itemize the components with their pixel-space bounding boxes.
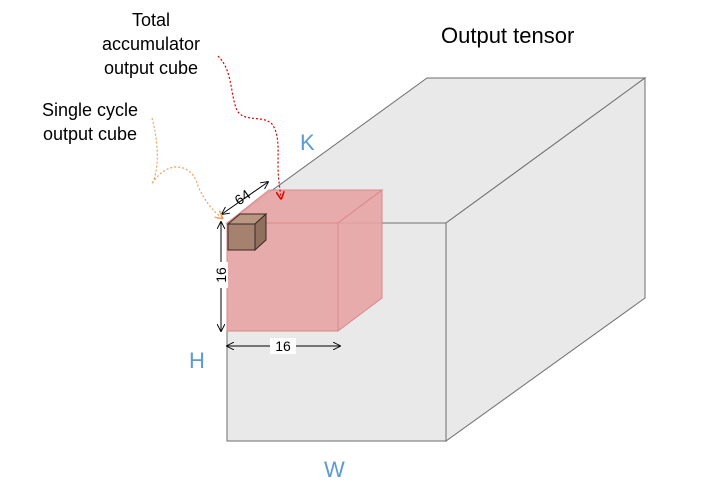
- total-accumulator-line-1: Total: [132, 10, 170, 30]
- accumulator-pointer-arrow: [217, 55, 281, 198]
- axis-label-k: K: [300, 130, 315, 155]
- width-dimension-label: 16: [275, 338, 291, 354]
- single-cycle-line-1: Single cycle: [42, 100, 138, 120]
- axis-label-h: H: [189, 348, 205, 373]
- single-cycle-cube: [226, 212, 268, 252]
- single-cycle-front-face: [227, 223, 256, 251]
- single-cycle-line-2: output cube: [43, 124, 137, 144]
- title: Output tensor: [441, 23, 574, 48]
- height-dimension-label: 16: [213, 267, 229, 283]
- axis-label-w: W: [324, 457, 345, 482]
- depth-dimension-arrow: [222, 182, 268, 214]
- accumulator-cube: [225, 189, 384, 332]
- single-cycle-label: Single cycle output cube: [42, 100, 138, 144]
- total-accumulator-line-3: output cube: [104, 58, 198, 78]
- total-accumulator-label: Total accumulator output cube: [102, 10, 200, 78]
- single-cycle-pointer-arrow: [151, 117, 222, 218]
- total-accumulator-line-2: accumulator: [102, 34, 200, 54]
